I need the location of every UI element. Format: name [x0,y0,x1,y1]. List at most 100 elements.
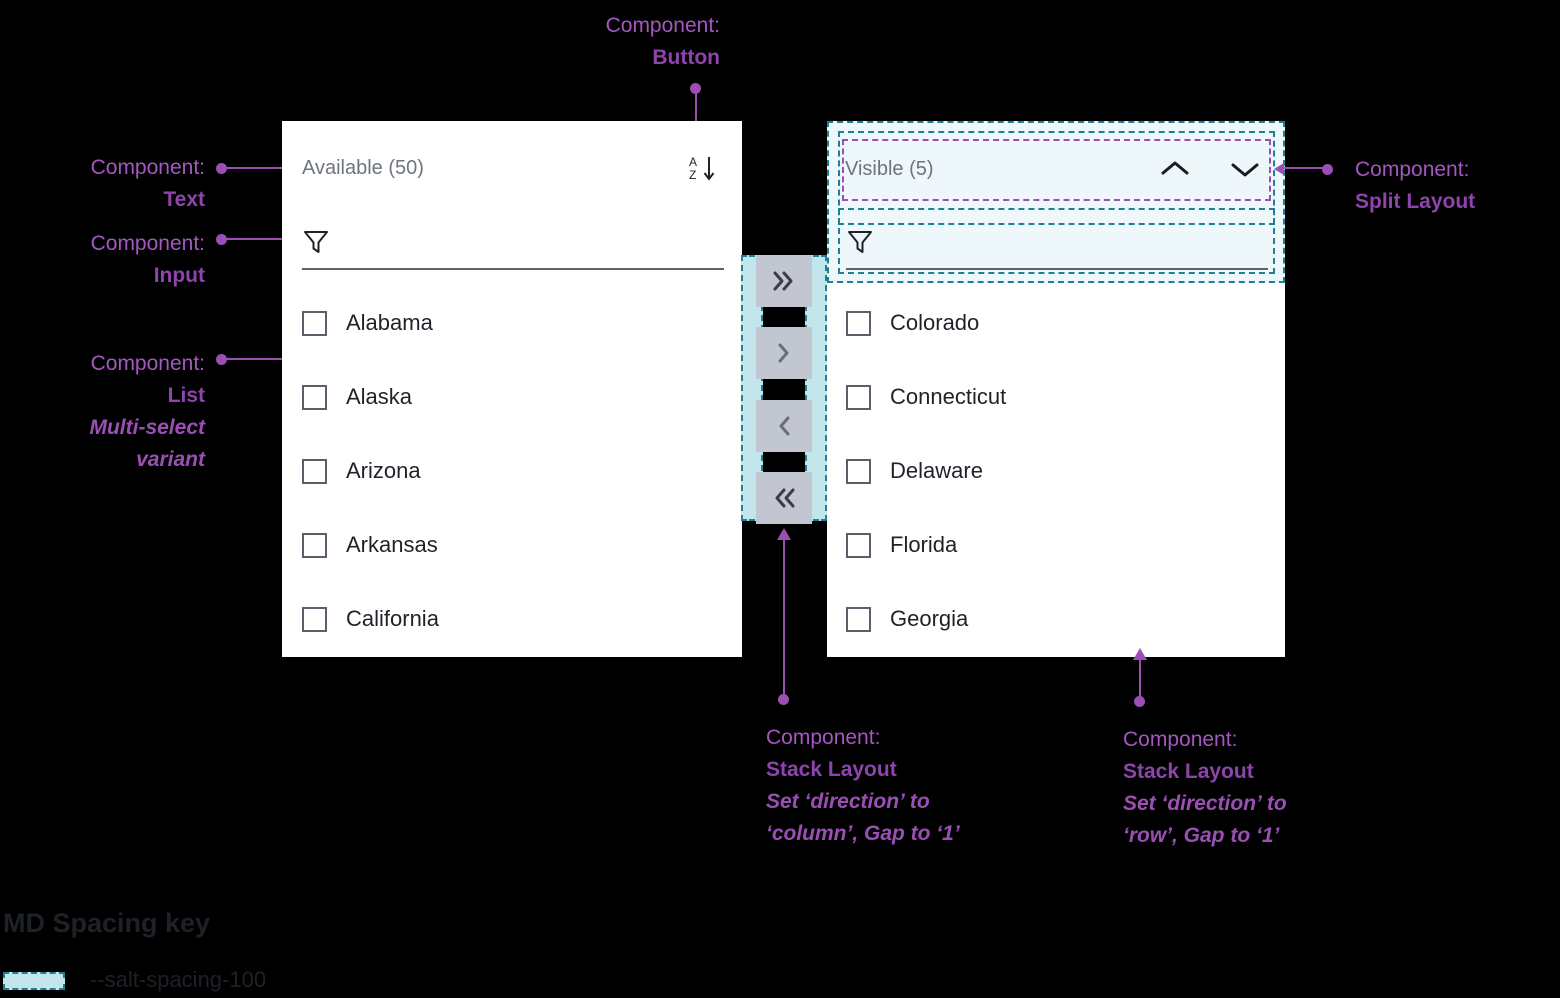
annotation-stack-row-lead: Component: [1123,728,1238,751]
annotation-split-layout-lead: Component: [1355,158,1470,181]
checkbox-icon[interactable] [846,532,871,558]
annotation-stack-column-line [783,538,785,700]
available-panel-header: Available (50) A Z [302,148,722,188]
list-item[interactable]: Colorado [846,286,1266,360]
checkbox-icon[interactable] [846,384,871,410]
move-item-down-button[interactable] [1225,151,1265,187]
checkbox-icon[interactable] [302,384,327,410]
annotation-stack-column-name: Stack Layout [766,758,897,781]
list-item-label: Connecticut [890,384,1007,409]
annotation-button: Component: Button [485,10,720,74]
annotation-input-line [224,238,290,240]
annotation-input-name: Input [153,264,205,287]
filter-funnel-icon [848,231,872,253]
annotation-split-layout-arrowhead [1274,163,1284,175]
chevron-down-icon [1231,163,1259,177]
list-item-label: Georgia [890,606,969,631]
annotation-stack-row-note-1: Set ‘direction’ to [1123,792,1287,815]
spacing-key-swatch [3,972,65,990]
list-item[interactable]: Delaware [846,434,1266,508]
svg-text:A: A [689,155,697,169]
checkbox-icon[interactable] [302,606,327,632]
move-right-button[interactable] [756,327,812,379]
annotation-button-lead: Component: [605,14,720,37]
annotation-button-name: Button [652,46,720,69]
available-panel-title: Available (50) [302,156,424,179]
checkbox-icon[interactable] [846,310,871,336]
annotation-button-dot [690,83,701,94]
list-item-label: Arizona [346,458,421,483]
list-item-label: Delaware [890,458,983,483]
annotation-split-layout-name: Split Layout [1355,190,1476,213]
annotation-list: Component: List Multi-select variant [0,348,205,476]
list-item-label: California [346,606,439,631]
visible-panel-title: Visible (5) [845,157,934,180]
annotation-stack-row-line [1139,658,1141,702]
list-item-label: Alaska [346,384,413,409]
annotation-list-dot [216,354,227,365]
checkbox-icon[interactable] [302,310,327,336]
list-item[interactable]: Connecticut [846,360,1266,434]
list-item[interactable]: Arkansas [302,508,722,582]
annotation-stack-row: Component: Stack Layout Set ‘direction’ … [1123,724,1423,852]
svg-text:Z: Z [689,168,696,182]
list-item-label: Colorado [890,310,980,335]
annotation-stack-column-note-2: ‘column’, Gap to ‘1’ [766,822,960,845]
visible-filter-row[interactable] [846,220,1266,264]
sort-az-button[interactable]: A Z [682,150,722,186]
checkbox-icon[interactable] [846,458,871,484]
spacing-indicator-left [741,255,763,521]
annotation-button-line [695,90,697,132]
filter-funnel-icon [304,231,328,253]
list-item-label: Alabama [346,310,433,335]
visible-panel [827,121,1285,657]
list-item[interactable]: Georgia [846,582,1266,656]
move-all-left-button[interactable] [756,472,812,524]
annotation-stack-row-arrowhead [1133,648,1147,660]
annotation-split-layout-dot [1322,164,1333,175]
annotation-list-note-1: Multi-select [89,416,205,439]
spacing-key-title: MD Spacing key [3,908,211,938]
annotation-split-layout: Component: Split Layout [1355,154,1560,218]
visible-filter-underline [846,268,1268,270]
checkbox-icon[interactable] [302,458,327,484]
available-panel [282,121,742,657]
visible-panel-header: Visible (5) [845,148,1265,190]
annotation-stack-column-arrowhead [777,528,791,540]
annotation-stack-column-dot [778,694,789,705]
list-item-label: Florida [890,532,958,557]
available-panel-header-actions: A Z [682,150,722,186]
annotation-stack-column-lead: Component: [766,726,881,749]
list-item[interactable]: Alabama [302,286,722,360]
available-filter-underline [302,268,724,270]
visible-list: Colorado Connecticut Delaware Florida Ge… [846,286,1266,656]
available-list: Alabama Alaska Arizona Arkansas Californ… [302,286,722,656]
annotation-text-dot [216,163,227,174]
spacing-key-token: --salt-spacing-100 [90,967,267,992]
annotation-list-note-2: variant [136,448,205,471]
list-item[interactable]: California [302,582,722,656]
chevron-up-icon [1161,161,1189,175]
move-item-up-button[interactable] [1155,151,1195,187]
visible-filter-input[interactable] [884,229,1266,255]
checkbox-icon[interactable] [302,532,327,558]
annotation-input-dot [216,234,227,245]
annotation-stack-row-dot [1134,696,1145,707]
annotation-list-line [224,358,290,360]
annotation-stack-column-note-1: Set ‘direction’ to [766,790,930,813]
available-filter-input[interactable] [340,229,722,255]
annotation-text: Component: Text [0,152,205,216]
chevron-left-icon [779,416,790,436]
available-filter-row[interactable] [302,220,722,264]
annotation-text-name: Text [163,188,205,211]
checkbox-icon[interactable] [846,606,871,632]
annotation-list-lead: Component: [90,352,205,375]
list-item[interactable]: Alaska [302,360,722,434]
move-left-button[interactable] [756,400,812,452]
chevron-right-icon [778,343,789,363]
list-item[interactable]: Arizona [302,434,722,508]
move-all-right-button[interactable] [756,255,812,307]
annotation-split-layout-line [1284,167,1324,169]
list-item[interactable]: Florida [846,508,1266,582]
